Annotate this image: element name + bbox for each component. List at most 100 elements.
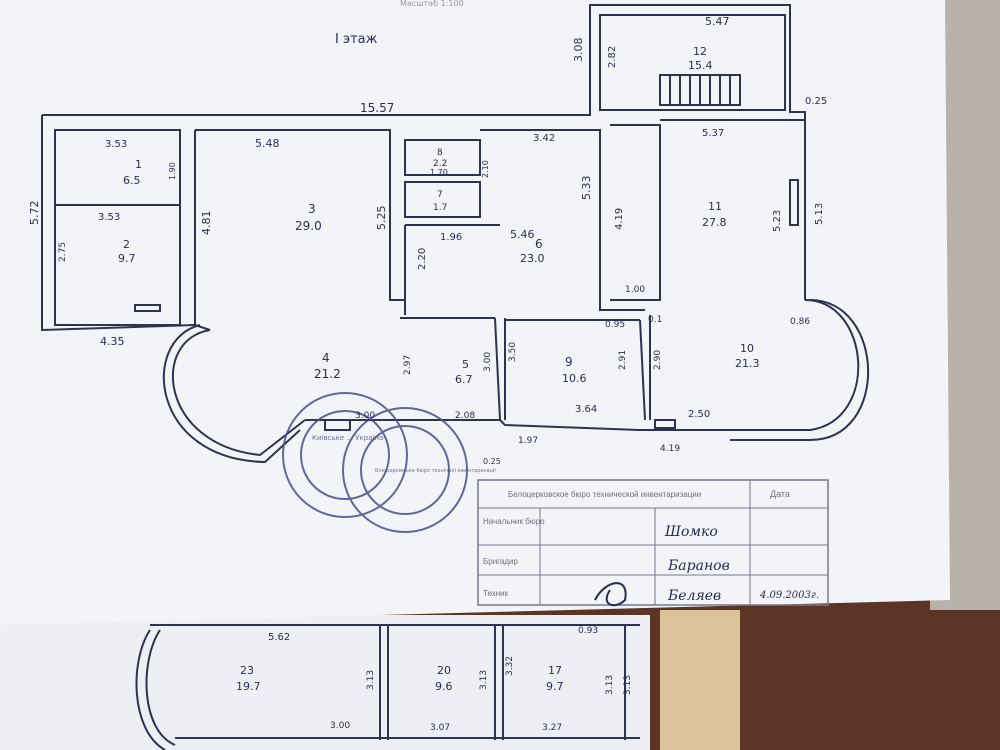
dim-room3-side: 5.25 [375, 206, 388, 231]
dim-room11-side2: 5.13 [814, 203, 825, 225]
title-header: Белоцерковское бюро технической инвентар… [508, 490, 701, 499]
dim-bottom-419: 4.19 [660, 444, 680, 454]
stamp-text-outer: Київське ... Україна [312, 434, 383, 442]
room-3-number: 3 [308, 202, 316, 216]
dim-offset: 0.25 [805, 96, 827, 107]
dim-room7-h: 2.10 [481, 160, 490, 178]
lower-plan-walls [135, 624, 640, 750]
room-4-area: 21.2 [314, 367, 341, 381]
plan-walls [41, 4, 870, 464]
dim-stair-inner: 2.82 [607, 46, 618, 68]
dim-room2-h: 2.75 [58, 242, 68, 262]
title-date-header: Дата [770, 489, 790, 499]
dim-095: 0.95 [605, 320, 625, 330]
room-23-area: 19.7 [236, 680, 261, 693]
dim-stair-width: 5.47 [705, 15, 730, 28]
dim-room1-w: 3.53 [105, 139, 127, 150]
room-3-area: 29.0 [295, 219, 322, 233]
wood-strip [660, 610, 740, 750]
name-foreman: Баранов [667, 558, 730, 574]
room-1-number: 1 [135, 158, 142, 171]
dim-lower-300: 3.00 [330, 721, 350, 731]
stamp-lettering: Київське ... Україна Білоцерківське бюро… [312, 434, 496, 474]
name-technician: Беляев [667, 588, 721, 604]
dim-room2-w: 3.53 [98, 212, 120, 223]
dim-left-height: 5.72 [28, 201, 41, 226]
top-fragment: Масштаб 1:100 [400, 0, 464, 8]
signature [594, 582, 627, 607]
room-7-number: 7 [437, 190, 443, 200]
room-8-area: 2.2 [433, 159, 447, 169]
dim-lower-562: 5.62 [268, 632, 290, 643]
stamp-text-inner: Білоцерківське бюро технічної інвентариз… [375, 468, 496, 474]
room-8-number: 8 [437, 148, 443, 158]
lower-sheet [0, 615, 650, 750]
dim-lower-332: 3.32 [505, 656, 515, 676]
room-11-area: 27.8 [702, 216, 727, 229]
dim-room5-w: 2.08 [455, 411, 475, 421]
dim-room5-h: 3.00 [483, 352, 493, 372]
date-technician: 4.09.2003г. [759, 590, 819, 601]
room-10-area: 21.3 [735, 357, 760, 370]
role-technician: Техник [483, 589, 509, 598]
room-20-number: 20 [437, 664, 451, 677]
dim-room3-height: 4.81 [200, 211, 213, 236]
room-9-number: 9 [565, 355, 573, 369]
name-chief: Шомко [664, 524, 718, 540]
dim-room9-side2: 2.91 [618, 350, 628, 370]
dim-room10-bottom: 2.50 [688, 409, 710, 420]
dim-room9-bottom: 3.64 [575, 404, 597, 415]
dim-room11-inner: 4.19 [614, 208, 625, 230]
dim-room6-label: 5.46 [510, 228, 535, 241]
floor-label: I этаж [335, 32, 378, 47]
dim-bottom-025: 0.25 [483, 457, 501, 466]
room-7-area: 1.7 [433, 203, 447, 213]
room-11-number: 11 [708, 200, 722, 213]
room-5-number: 5 [462, 358, 469, 371]
dim-room9-side: 3.50 [508, 342, 518, 362]
dim-col: 1.00 [625, 285, 645, 295]
room-2-area: 9.7 [118, 252, 136, 265]
room-17-area: 9.7 [546, 680, 564, 693]
dim-lower-093: 0.93 [578, 626, 598, 636]
room-9-area: 10.6 [562, 372, 587, 385]
room-17-number: 17 [548, 664, 562, 677]
dim-room6-bottom: 1.96 [440, 232, 462, 243]
dim-stair-height: 3.08 [572, 38, 585, 63]
role-chief: Начальник бюро [483, 517, 545, 526]
room-4-number: 4 [322, 351, 330, 365]
dim-room7-w: 1.70 [430, 168, 448, 177]
dim-room6-side: 5.33 [580, 176, 593, 201]
dim-room6-top: 3.42 [533, 133, 555, 144]
dim-room3-width: 5.48 [255, 137, 280, 150]
dim-room10-side: 2.90 [653, 350, 663, 370]
room-5-area: 6.7 [455, 373, 473, 386]
official-stamp [282, 392, 468, 533]
title-block [477, 479, 829, 606]
room-20-area: 9.6 [435, 680, 453, 693]
main-sheet [0, 0, 950, 625]
dim-lower-313d: 3.13 [623, 675, 633, 695]
dim-lower-313c: 3.13 [605, 675, 615, 695]
room-2-number: 2 [123, 238, 130, 251]
dim-room4-bottom: 3.00 [355, 411, 375, 421]
title-block-text: Белоцерковское бюро технической инвентар… [483, 489, 819, 604]
dim-room11-width: 5.37 [702, 128, 724, 139]
room-6-number: 6 [535, 237, 543, 251]
dim-room6-inner: 2.20 [417, 248, 428, 270]
dim-bottom-197: 1.97 [518, 436, 538, 446]
dim-01: 0.1 [648, 315, 662, 325]
room-12-number: 12 [693, 45, 707, 58]
plan-annotations: I этаж Масштаб 1:100 15.57 5.72 4.35 5.4… [28, 0, 827, 733]
room-23-number: 23 [240, 664, 254, 677]
dim-lower-307: 3.07 [430, 723, 450, 733]
room-1-area: 6.5 [123, 174, 141, 187]
dim-left-bottom: 4.35 [100, 335, 125, 348]
dim-lower-327: 3.27 [542, 723, 562, 733]
dim-lower-313b: 3.13 [479, 670, 489, 690]
dim-lower-313a: 3.13 [366, 670, 376, 690]
room-6-area: 23.0 [520, 252, 545, 265]
dim-room1-h: 1.90 [168, 162, 177, 180]
dim-086: 0.86 [790, 317, 810, 327]
